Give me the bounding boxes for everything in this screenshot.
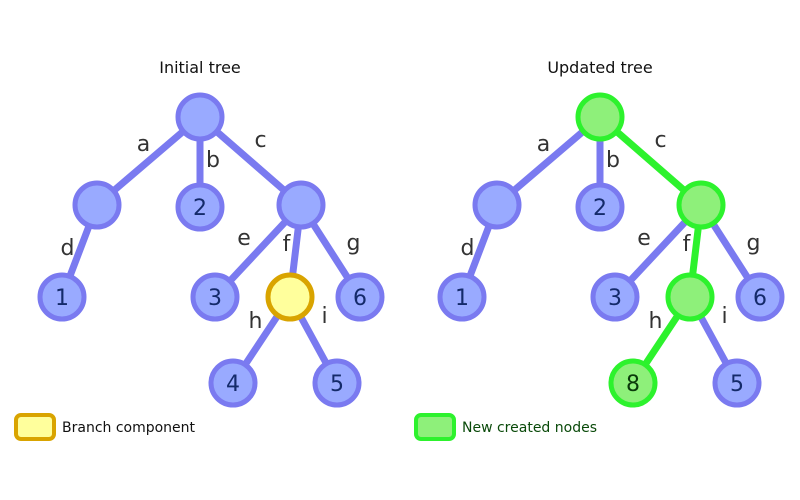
tree-node: 6	[335, 272, 385, 322]
edge-label-e: e	[637, 226, 651, 251]
tree-node	[676, 180, 726, 230]
edge-label-b: b	[606, 148, 620, 173]
tree-node	[72, 180, 122, 230]
node-circle	[72, 180, 122, 230]
tree-node: 5	[712, 358, 762, 408]
node-circle	[665, 272, 715, 322]
node-label: 2	[193, 196, 207, 221]
tree-node: 1	[37, 272, 87, 322]
tree-node	[175, 92, 225, 142]
edge-label-d: d	[61, 236, 75, 261]
tree-node	[472, 180, 522, 230]
tree-node: 1	[437, 272, 487, 322]
updated-tree: Updated tree a b c d e f g h i 2 1 3 6 8 5	[437, 58, 785, 408]
node-circle	[265, 272, 315, 322]
edge-label-a: a	[137, 132, 150, 157]
tree-node: 4	[208, 358, 258, 408]
node-label: 1	[55, 286, 69, 311]
edge-label-b: b	[206, 148, 220, 173]
node-label: 1	[455, 286, 469, 311]
edge-label-h: h	[649, 309, 663, 334]
edge-label-d: d	[461, 236, 475, 261]
edge-label-i: i	[721, 304, 727, 329]
tree-node: 8	[608, 358, 658, 408]
legend-label: Branch component	[62, 420, 196, 436]
tree-node: 6	[735, 272, 785, 322]
edge-label-e: e	[237, 226, 251, 251]
diagram-title: Updated tree	[547, 58, 652, 77]
node-circle	[676, 180, 726, 230]
initial-tree: Initial tree a b c d e f g h i 2 1 3 6 4 5	[37, 58, 385, 408]
node-circle	[608, 358, 658, 408]
edge-label-f: f	[283, 232, 292, 257]
edge-label-g: g	[347, 231, 361, 256]
tree-node	[265, 272, 315, 322]
node-label: 3	[208, 286, 222, 311]
legend-swatch	[14, 413, 56, 441]
tree-node	[665, 272, 715, 322]
node-label: 6	[753, 286, 767, 311]
node-circle	[175, 182, 225, 232]
legend-item-new: New created nodes	[414, 413, 597, 441]
tree-node: 3	[590, 272, 640, 322]
edge-label-h: h	[249, 309, 263, 334]
node-circle	[575, 92, 625, 142]
diagram-title: Initial tree	[159, 58, 241, 77]
node-circle	[190, 272, 240, 322]
node-circle	[335, 272, 385, 322]
legend-item-branch: Branch component	[14, 413, 196, 441]
edge-label-c: c	[254, 128, 266, 153]
node-circle	[712, 358, 762, 408]
node-circle	[175, 92, 225, 142]
legend-swatch	[414, 413, 456, 441]
tree-node	[276, 180, 326, 230]
node-circle	[437, 272, 487, 322]
tree-node	[575, 92, 625, 142]
legend-label: New created nodes	[462, 420, 597, 436]
node-label: 8	[626, 372, 640, 397]
edge-label-c: c	[654, 128, 666, 153]
node-circle	[312, 358, 362, 408]
edge-label-g: g	[747, 231, 761, 256]
node-circle	[590, 272, 640, 322]
node-circle	[472, 180, 522, 230]
tree-node: 3	[190, 272, 240, 322]
node-label: 6	[353, 286, 367, 311]
node-label: 2	[593, 196, 607, 221]
edge-label-i: i	[321, 304, 327, 329]
nodes: 2 1 3 6 8 5	[437, 92, 785, 408]
node-circle	[575, 182, 625, 232]
node-label: 5	[330, 372, 344, 397]
node-circle	[276, 180, 326, 230]
node-label: 3	[608, 286, 622, 311]
node-label: 5	[730, 372, 744, 397]
node-label: 4	[226, 372, 240, 397]
nodes: 2 1 3 6 4 5	[37, 92, 385, 408]
node-circle	[735, 272, 785, 322]
tree-node: 2	[175, 182, 225, 232]
edge-label-a: a	[537, 132, 550, 157]
node-circle	[208, 358, 258, 408]
edge-label-f: f	[683, 232, 692, 257]
node-circle	[37, 272, 87, 322]
tree-node: 2	[575, 182, 625, 232]
tree-node: 5	[312, 358, 362, 408]
